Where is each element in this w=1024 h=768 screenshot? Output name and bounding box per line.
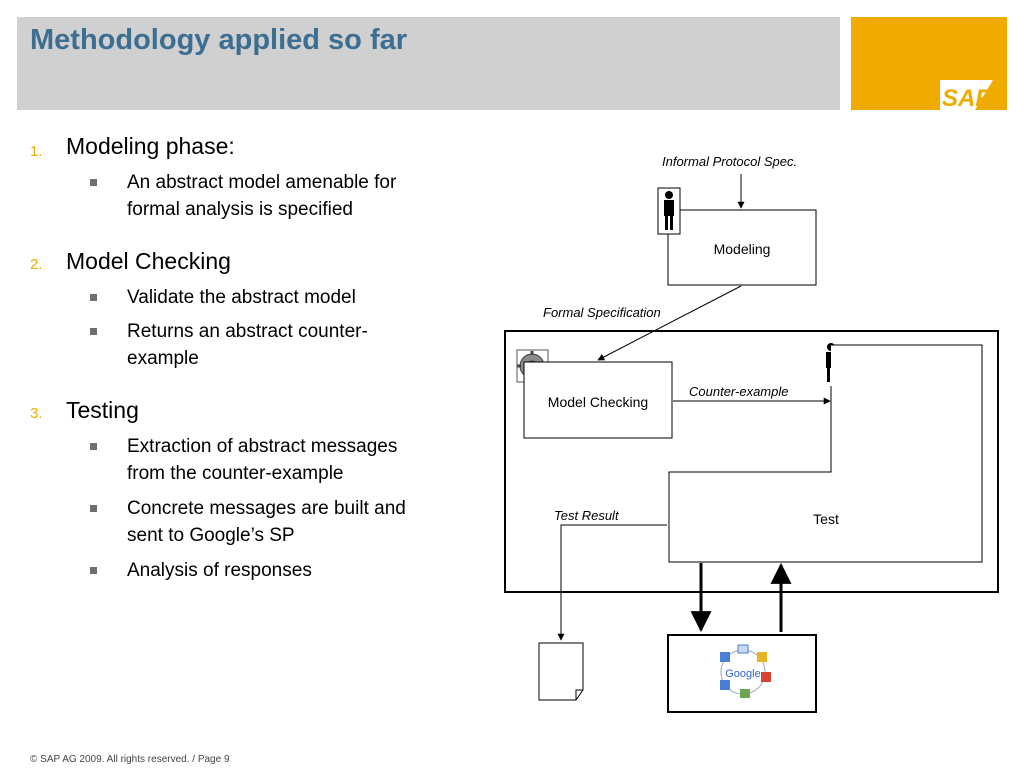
bullet-marker [90, 328, 97, 335]
bullet-marker [90, 567, 97, 574]
google-apps-icon: Google [720, 644, 771, 698]
footer-copyright: © SAP AG 2009. All rights reserved. / Pa… [30, 754, 230, 765]
modeling-box [667, 209, 817, 286]
page-title: Methodology applied so far [30, 24, 408, 56]
document-icon [538, 642, 584, 701]
informal-spec-label: Informal Protocol Spec. [662, 154, 797, 169]
title-band [17, 17, 840, 110]
model-checking-box [523, 361, 673, 439]
outline-heading-modeling: Modeling phase: [66, 133, 235, 159]
google-label: Google [725, 668, 760, 680]
analysis-container [504, 330, 999, 593]
outline-bullet: Returns an abstract counter- example [127, 321, 368, 369]
test-result-label: Test Result [554, 508, 620, 523]
test-box [668, 344, 983, 563]
formal-spec-label: Formal Specification [543, 305, 661, 320]
sap-logo-box: SAP [851, 17, 1007, 110]
outline-bullet: An abstract model amenable for formal an… [127, 172, 397, 220]
outline-bullet: Analysis of responses [127, 560, 312, 581]
model-checking-label: Model Checking [548, 394, 648, 410]
test-label: Test [813, 511, 839, 527]
outline-number-2: 2. [30, 256, 43, 273]
modeling-label: Modeling [714, 241, 771, 257]
outline-bullet: Concrete messages are built and sent to … [127, 498, 406, 546]
bullet-marker [90, 505, 97, 512]
formal-spec-arrow [597, 285, 742, 361]
sap-logo-text: SAP [942, 85, 992, 110]
bullet-marker [90, 443, 97, 450]
outline-bullet: Extraction of abstract messages from the… [127, 436, 398, 484]
outline-number-3: 3. [30, 405, 43, 422]
outline-number-1: 1. [30, 143, 43, 160]
sap-logo-icon: SAP [940, 80, 993, 110]
test-result-arrow [557, 524, 667, 641]
person-icon [657, 187, 681, 235]
outline-heading-testing: Testing [66, 397, 139, 423]
outline-bullet: Validate the abstract model [127, 287, 356, 308]
outline-heading-model-checking: Model Checking [66, 248, 231, 274]
bullet-marker [90, 179, 97, 186]
counter-example-label: Counter-example [689, 384, 788, 399]
bullet-marker [90, 294, 97, 301]
